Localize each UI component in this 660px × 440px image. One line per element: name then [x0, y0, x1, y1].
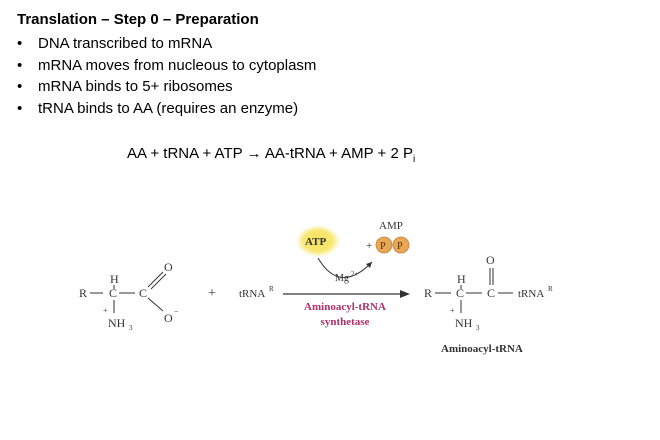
reactant-c2-label: C — [139, 286, 147, 300]
bond-line — [150, 273, 167, 290]
curved-arrow — [317, 257, 373, 279]
equation-text: AA + tRNA + ATP → AA-tRNA + AMP + 2 P — [127, 145, 413, 162]
amino-acid-structure: R H C C O O − + NH 3 — [79, 260, 179, 332]
reaction-equation: AA + tRNA + ATP → AA-tRNA + AMP + 2 Pi — [127, 145, 415, 165]
slide-title: Translation – Step 0 – Preparation — [17, 11, 259, 28]
amp-plus: + — [366, 240, 372, 252]
atp-glow — [296, 225, 340, 257]
phosphate-circle — [375, 236, 393, 254]
reactant-c1-label: C — [109, 286, 117, 300]
mg-label: Mg — [335, 273, 349, 284]
phosphate-label: P — [397, 241, 403, 252]
subscript-3: 3 — [476, 324, 480, 332]
trna-superscript: R — [269, 285, 274, 293]
product-c2-label: C — [487, 286, 495, 300]
product-name: Aminoacyl-tRNA — [441, 343, 523, 355]
product-nh3-label: NH — [455, 316, 473, 330]
reactant-o-minus-label: O — [164, 311, 173, 325]
product-o-label: O — [486, 253, 495, 267]
mg-superscript: 2+ — [351, 270, 359, 278]
product-trna-label: tRNA — [518, 288, 544, 300]
aminoacyl-trna-structure: R H C C O tRNA R + NH 3 — [424, 253, 553, 332]
product-h-label: H — [457, 272, 466, 286]
phosphate-label: P — [380, 241, 386, 252]
bond-line — [147, 297, 164, 312]
bond-line — [147, 271, 164, 288]
atp-label: ATP — [305, 236, 326, 248]
bullet-item: DNA transcribed to mRNA — [17, 33, 316, 55]
reactant-h-label: H — [110, 272, 119, 286]
phosphate-circle — [392, 236, 410, 254]
bullet-item: mRNA binds to 5+ ribosomes — [17, 76, 316, 98]
charge-plus: + — [450, 306, 455, 315]
arrow-head — [366, 262, 372, 268]
reactant-nh3-label: NH — [108, 316, 126, 330]
product-trna-superscript: R — [548, 285, 553, 293]
bullet-item: mRNA moves from nucleous to cytoplasm — [17, 55, 316, 77]
enzyme-label-line2: synthetase — [321, 316, 370, 328]
charge-plus: + — [103, 306, 108, 315]
trna-reactant: tRNA R — [239, 285, 274, 300]
reactant-r-label: R — [79, 286, 87, 300]
reaction-arrow-head — [400, 290, 410, 298]
bullet-list: DNA transcribed to mRNA mRNA moves from … — [17, 33, 316, 119]
subscript-3: 3 — [129, 324, 133, 332]
product-c1-label: C — [456, 286, 464, 300]
amp-label: AMP — [379, 220, 403, 232]
equation-subscript: i — [412, 154, 416, 165]
trna-label: tRNA — [239, 288, 265, 300]
enzyme-label-line1: Aminoacyl-tRNA — [304, 301, 386, 313]
bullet-item: tRNA binds to AA (requires an enzyme) — [17, 98, 316, 120]
plus-sign: + — [208, 286, 216, 301]
reactant-o-top-label: O — [164, 260, 173, 274]
product-r-label: R — [424, 286, 432, 300]
charge-minus: − — [174, 307, 179, 316]
